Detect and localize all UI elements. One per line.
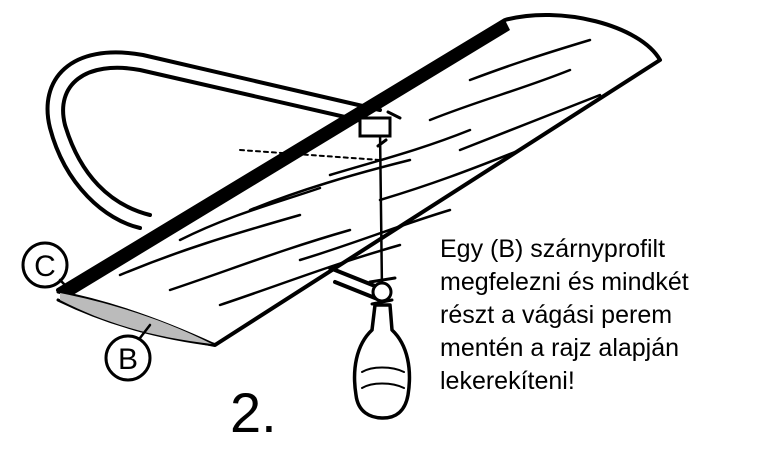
instruction-line: mentén a rajz alapján xyxy=(440,334,680,362)
upper-blade-clamp xyxy=(358,110,402,148)
saw-handle xyxy=(352,276,412,420)
leading-edge-strip xyxy=(58,20,510,298)
saw-blade xyxy=(239,128,384,292)
instruction-line: Egy (B) szárnyprofilt xyxy=(440,235,666,263)
label-b-marker: B xyxy=(104,323,152,382)
wing-profile-section xyxy=(60,293,212,344)
instruction-line: részt a vágási perem xyxy=(440,301,673,329)
coping-saw-frame xyxy=(45,50,387,302)
label-b: B xyxy=(118,343,138,376)
instructions-text: Egy (B) szárnyprofilt megfelezni és mind… xyxy=(440,233,750,398)
wing-board xyxy=(56,12,662,347)
instruction-line: megfelezni és mindkét xyxy=(440,268,689,296)
instruction-line: lekerekíteni! xyxy=(440,367,575,395)
wood-grain xyxy=(118,38,602,307)
label-c-marker: C xyxy=(21,241,72,292)
label-c: C xyxy=(34,250,56,283)
step-number: 2. xyxy=(230,381,277,444)
